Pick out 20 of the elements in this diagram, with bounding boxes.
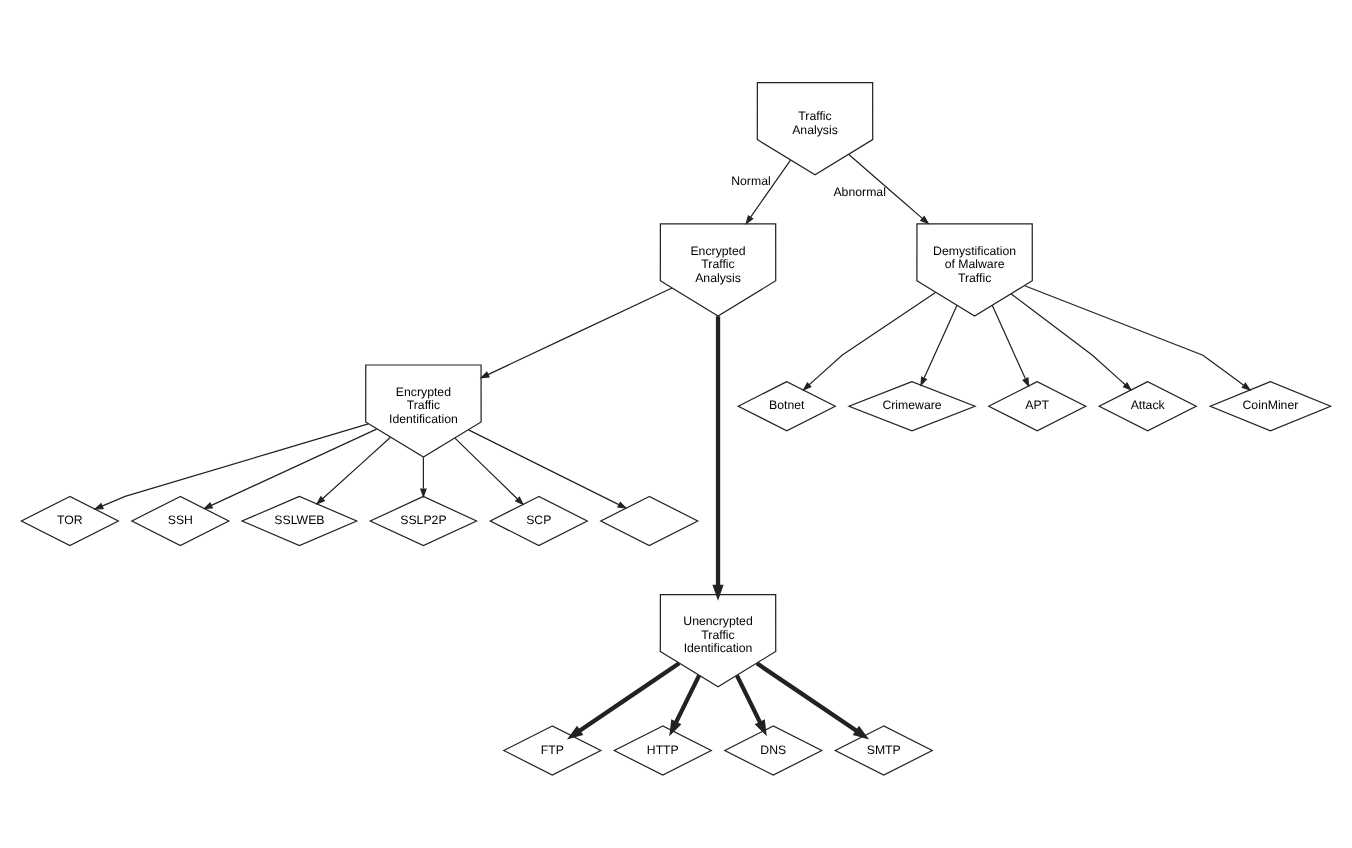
arrow [712,316,724,601]
node-diamond [599,495,700,547]
arrow [848,153,930,225]
arrow [802,291,937,392]
arrow [991,304,1030,388]
arrow [315,436,392,505]
arrow [566,661,681,740]
arrow [93,423,369,510]
arrow [669,674,702,737]
arrow [419,456,427,499]
arrow [479,287,673,379]
arrow [920,304,958,387]
arrow [755,661,870,740]
arrow [454,437,525,506]
arrow [745,159,792,225]
arrow [202,428,378,510]
arrow [467,429,628,509]
arrow [734,674,767,737]
arrow [1024,285,1252,391]
arrow [1010,293,1133,392]
